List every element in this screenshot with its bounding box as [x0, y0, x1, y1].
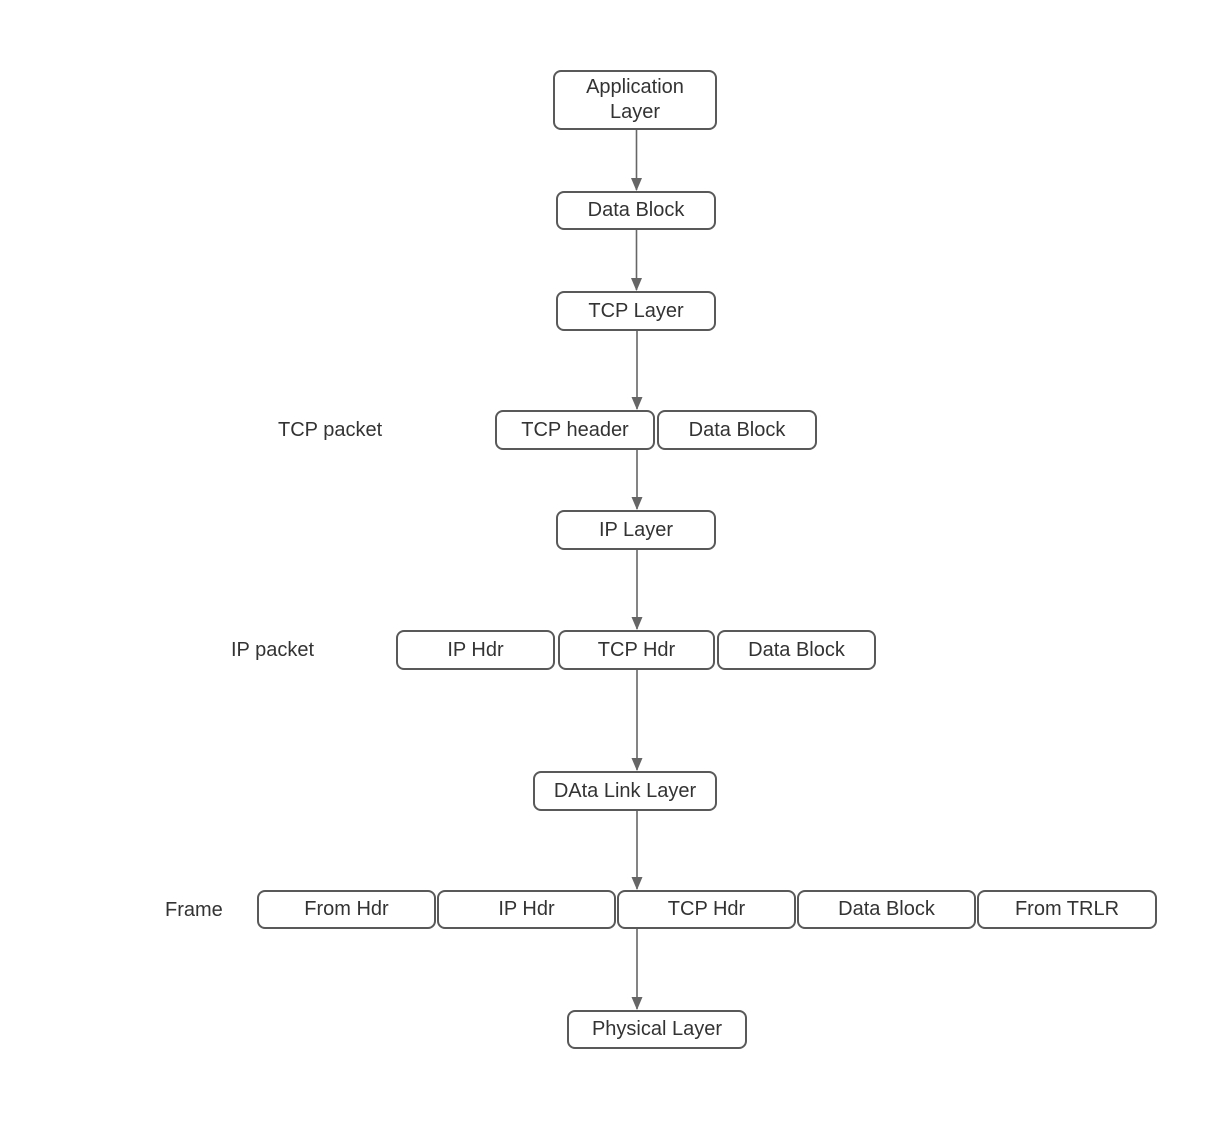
node-tcp-layer: TCP Layer: [556, 291, 716, 331]
node-data-block-top: Data Block: [556, 191, 716, 230]
node-frame-from-trlr: From TRLR: [977, 890, 1157, 929]
row-label-tcp-packet: TCP packet: [278, 419, 383, 441]
node-frame-ip-hdr: IP Hdr: [437, 890, 616, 929]
node-ip-layer: IP Layer: [556, 510, 716, 550]
node-tcp-packet-data-block: Data Block: [657, 410, 817, 450]
node-tcp-header: TCP header: [495, 410, 655, 450]
node-data-link-layer: DAta Link Layer: [533, 771, 717, 811]
node-ip-packet-data-block: Data Block: [717, 630, 876, 670]
row-label-frame: Frame: [165, 899, 223, 921]
row-label-ip-packet: IP packet: [231, 639, 315, 661]
node-application-layer: Application Layer: [553, 70, 717, 130]
node-frame-from-hdr: From Hdr: [257, 890, 436, 929]
node-physical-layer: Physical Layer: [567, 1010, 747, 1049]
node-ip-packet-ip-hdr: IP Hdr: [396, 630, 555, 670]
node-ip-packet-tcp-hdr: TCP Hdr: [558, 630, 715, 670]
node-frame-tcp-hdr: TCP Hdr: [617, 890, 796, 929]
node-frame-data-block: Data Block: [797, 890, 976, 929]
